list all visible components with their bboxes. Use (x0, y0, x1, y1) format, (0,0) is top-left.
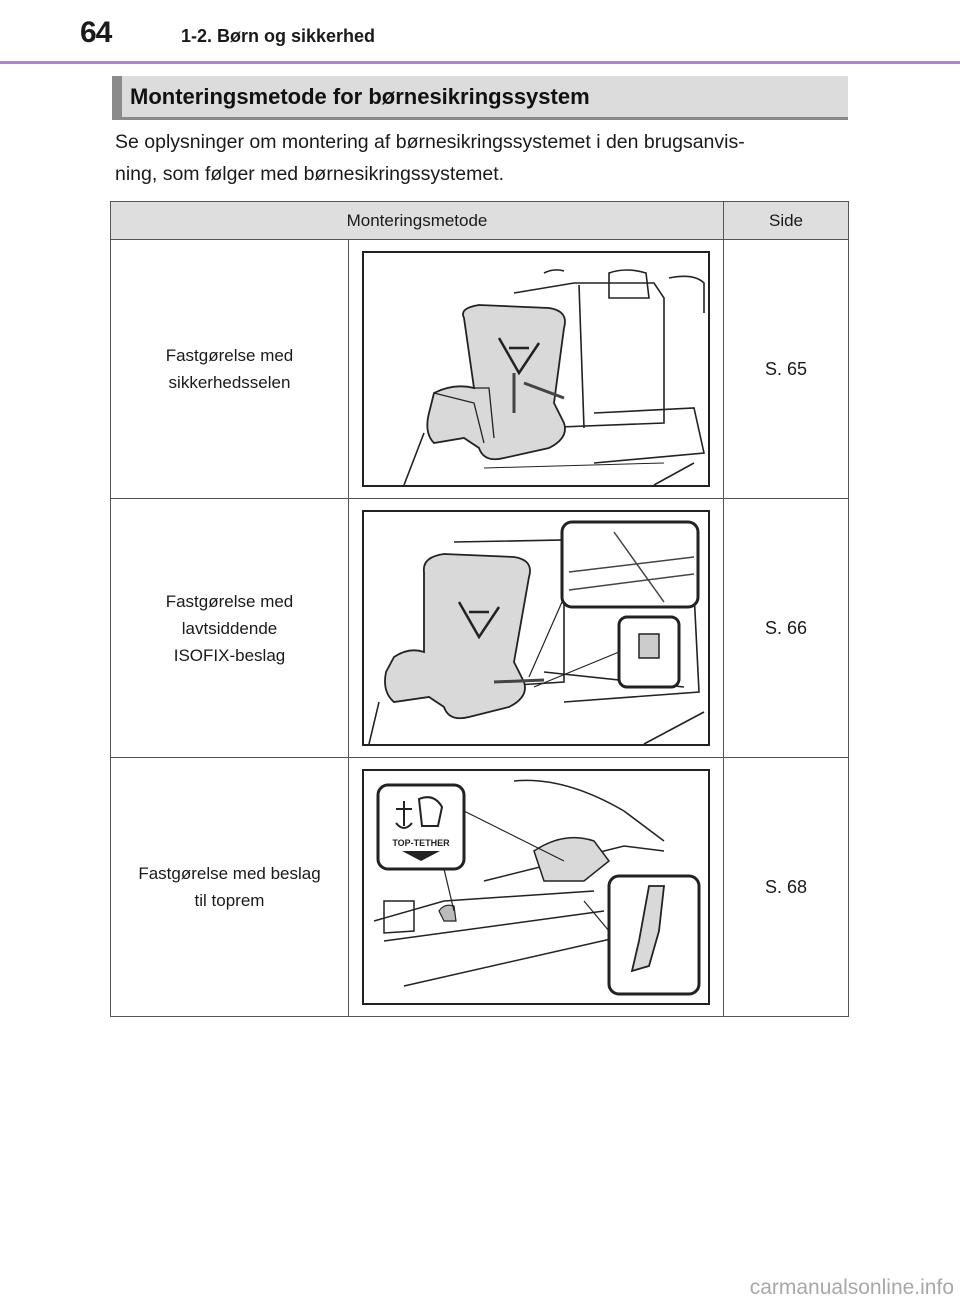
page-reference: S. 65 (723, 239, 849, 499)
method-label-line: lavtsiddende (181, 618, 278, 638)
section-heading-accent (112, 76, 122, 117)
intro-line-1: Se oplysninger om montering af børnesikr… (115, 131, 745, 153)
page-reference: S. 66 (723, 498, 849, 758)
installation-methods-table: Monteringsmetode Side Fastgørelse med si… (110, 201, 849, 1017)
method-label-line: Fastgørelse med (165, 591, 294, 611)
section-heading-bar: Monteringsmetode for børnesikringssystem (112, 76, 848, 120)
table-row: Fastgørelse med beslag til toprem (110, 757, 849, 1017)
illustration-cell (348, 498, 724, 758)
illustration-cell: TOP-TETHER (348, 757, 724, 1017)
intro-line-2: ning, som følger med børnesikringssystem… (115, 163, 505, 185)
method-cell: Fastgørelse med beslag til toprem (110, 757, 349, 1017)
intro-paragraph: Se oplysninger om montering af børnesikr… (115, 126, 845, 190)
method-label-line: ISOFIX-beslag (173, 645, 286, 665)
table-row: Fastgørelse med lavtsiddende ISOFIX-besl… (110, 498, 849, 758)
top-tether-label: TOP-TETHER (392, 838, 450, 848)
illustration-cell (348, 239, 724, 499)
top-tether-installation-illustration: TOP-TETHER (362, 769, 710, 1005)
method-cell: Fastgørelse med lavtsiddende ISOFIX-besl… (110, 498, 349, 758)
method-label-line: Fastgørelse med beslag (138, 864, 321, 883)
table-header-row: Monteringsmetode Side (110, 201, 849, 240)
seat-belt-installation-illustration (362, 251, 710, 487)
watermark: carmanualsonline.info (749, 1276, 954, 1299)
method-label-line: til toprem (194, 891, 265, 910)
method-label-line: sikkerhedsselen (168, 373, 291, 392)
method-cell: Fastgørelse med sikkerhedsselen (110, 239, 349, 499)
isofix-installation-illustration (362, 510, 710, 746)
section-title: Monteringsmetode for børnesikringssystem (130, 84, 590, 109)
column-header-method: Monteringsmetode (110, 201, 724, 240)
header-rule (0, 61, 960, 64)
page-number: 64 (80, 16, 112, 49)
method-label-line: Fastgørelse med (165, 346, 294, 365)
table-row: Fastgørelse med sikkerhedsselen (110, 239, 849, 499)
chapter-title: 1-2. Børn og sikkerhed (181, 26, 376, 46)
column-header-page: Side (723, 201, 849, 240)
page-reference: S. 68 (723, 757, 849, 1017)
